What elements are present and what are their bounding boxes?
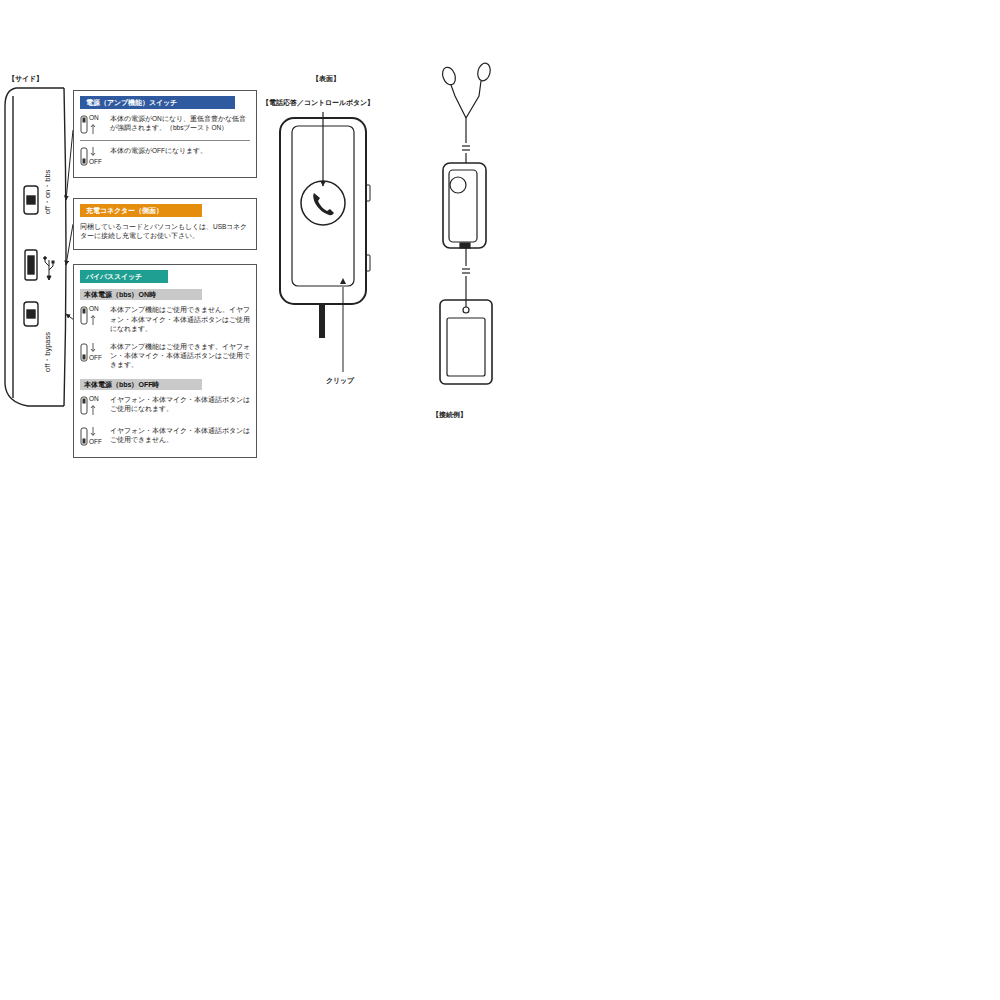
panel-row: ON 本体アンプ機能はご使用できません。イヤフォン・本体マイク・本体通話ボタンはご… — [80, 300, 250, 336]
side-device — [5, 88, 66, 406]
view-label: 【表面】 — [312, 74, 340, 84]
switch-marking: off・on・bbs — [43, 170, 53, 215]
panel-row: ON イヤフォン・本体マイク・本体通話ボタンはご使用になれます。 — [80, 390, 250, 421]
condition-group: 本体電源（bbs）OFF時 ON イヤフォン・本体マイク・本体通話ボタンはご使用にな… — [80, 379, 250, 452]
view-label: 【サイド】 — [8, 74, 43, 84]
switch-label: ON — [89, 115, 99, 122]
switch-label: OFF — [89, 159, 102, 166]
leader-lines — [66, 130, 73, 319]
switch-label: ON — [89, 306, 99, 313]
body-text: 本体アンプ機能はご使用できます。イヤフォン・本体マイク・本体通話ボタンはご使用で… — [110, 342, 250, 369]
sub-heading: 本体電源（bbs）ON時 — [80, 289, 202, 300]
panel-row: OFF 本体の電源がOFFになります。 — [80, 140, 250, 172]
connection-example — [440, 62, 492, 384]
switch-column: OFF — [80, 146, 110, 168]
body-text: 同梱しているコードとパソコンもしくは、USBコネクターに接続し充電してお使い下さ… — [80, 222, 250, 240]
view-label: 【電話応答／コントロールボタン】 — [262, 98, 374, 108]
body-text: イヤフォン・本体マイク・本体通話ボタンはご使用できません。 — [110, 426, 250, 444]
panel-heading: 充電コネクター（側面） — [80, 204, 202, 217]
panel-row: ON 本体の電源がONになり、重低音豊かな低音が強調されます。（bbsブーストON… — [80, 109, 250, 140]
body-text: 本体の電源がONになり、重低音豊かな低音が強調されます。（bbsブーストON） — [110, 114, 250, 132]
switch-label: OFF — [89, 355, 102, 362]
body-text: 本体の電源がOFFになります。 — [110, 146, 250, 155]
usb-symbol — [44, 257, 54, 280]
switch-column: ON — [80, 114, 110, 136]
front-device — [280, 112, 370, 372]
body-text: イヤフォン・本体マイク・本体通話ボタンはご使用になれます。 — [110, 395, 250, 413]
leader-arrow — [66, 224, 73, 265]
panel-heading: バイパススイッチ — [80, 270, 168, 283]
switch-label: OFF — [89, 439, 102, 446]
switch-column: ON — [80, 395, 110, 417]
panel-heading: 電源（アンプ機能）スイッチ — [80, 96, 235, 109]
panel-row: OFF イヤフォン・本体マイク・本体通話ボタンはご使用できません。 — [80, 421, 250, 452]
leader-arrow — [66, 314, 73, 319]
view-label: 【接続例】 — [432, 410, 467, 420]
switch-column: ON — [80, 305, 110, 327]
panel-row: OFF 本体アンプ機能はご使用できます。イヤフォン・本体マイク・本体通話ボタンはご… — [80, 337, 250, 373]
switch-column: OFF — [80, 426, 110, 448]
body-text: 本体アンプ機能はご使用できません。イヤフォン・本体マイク・本体通話ボタンはご使用… — [110, 305, 250, 332]
switch-column: OFF — [80, 342, 110, 364]
info-panel: 電源（アンプ機能）スイッチ ON 本体の電源がONになり、重低音豊かな低音が強調され… — [73, 90, 257, 178]
switch-label: ON — [89, 396, 99, 403]
switch-marking: off・bypass — [43, 332, 53, 372]
leader-arrow — [66, 130, 73, 200]
panel-row: 同梱しているコードとパソコンもしくは、USBコネクターに接続し充電してお使い下さ… — [80, 217, 250, 244]
info-panel: 充電コネクター（側面） 同梱しているコードとパソコンもしくは、USBコネクターに接… — [73, 198, 257, 250]
info-panel: バイパススイッチ本体電源（bbs）ON時 ON 本体アンプ機能はご使用できません。イ… — [73, 264, 257, 458]
condition-group: 本体電源（bbs）ON時 ON 本体アンプ機能はご使用できません。イヤフォン・本体マ… — [80, 289, 250, 373]
sub-heading: 本体電源（bbs）OFF時 — [80, 379, 202, 390]
view-label: クリップ — [326, 376, 354, 386]
